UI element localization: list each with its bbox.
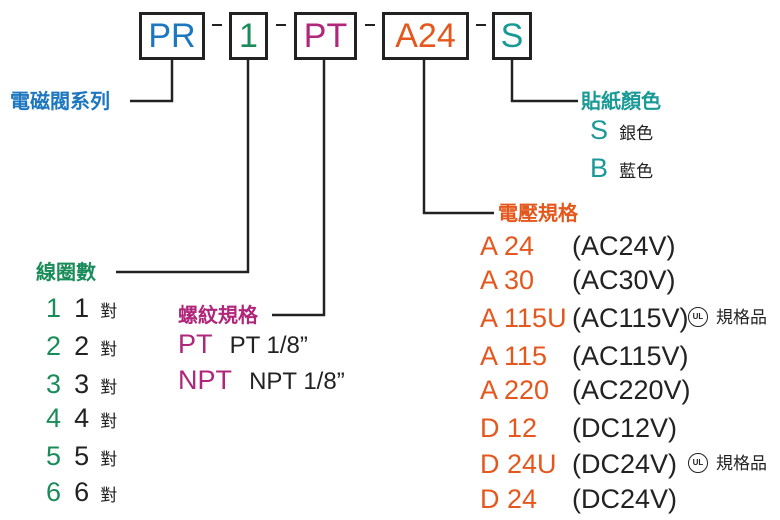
- voltage-option: D 12: [480, 414, 537, 446]
- voltage-desc: (DC24V): [572, 449, 678, 479]
- voltage-desc: (AC115V): [572, 341, 689, 371]
- coil-unit: 對: [100, 340, 118, 360]
- coil-option: 6 6 對: [46, 478, 117, 510]
- voltage-label: 電壓規格: [498, 201, 578, 225]
- connector-coil: [116, 60, 250, 274]
- thread-option: PT PT 1/8”: [178, 330, 308, 362]
- voltage-code: D 12: [480, 413, 538, 443]
- voltage-code: D 24U: [480, 449, 557, 479]
- voltage-code: A 220: [480, 375, 550, 405]
- separator-dash: [276, 24, 286, 26]
- connector-sticker: [510, 60, 578, 103]
- coil-unit: 對: [100, 302, 118, 322]
- coil-desc: 1: [74, 293, 90, 323]
- thread-desc: NPT 1/8”: [249, 368, 345, 395]
- coil-code: 3: [46, 369, 62, 399]
- ul-certified-note: 規格品: [716, 308, 767, 328]
- coil-code: 2: [46, 331, 62, 361]
- coil-desc: 2: [74, 331, 90, 361]
- voltage-desc: (DC24V): [572, 484, 678, 514]
- voltage-option: A 24: [480, 232, 534, 264]
- coil-code: 1: [46, 293, 62, 323]
- sticker-option: S 銀色: [590, 116, 653, 148]
- voltage-desc: (AC115V): [572, 303, 689, 333]
- code-segment-series: PR: [139, 12, 205, 60]
- voltage-desc: (AC220V): [572, 375, 691, 405]
- ul-certification-icon: UL: [688, 307, 708, 327]
- coil-option: 4 4 對: [46, 404, 117, 436]
- coil-label: 線圈數: [36, 260, 96, 284]
- code-segment-thread: PT: [294, 12, 357, 60]
- voltage-desc: (DC12V): [572, 413, 678, 443]
- thread-option: NPT NPT 1/8”: [178, 366, 345, 398]
- ul-certified-note: 規格品: [716, 454, 767, 474]
- coil-desc: 4: [74, 403, 90, 433]
- ul-certification-icon: UL: [688, 453, 708, 473]
- voltage-desc: (AC30V): [572, 265, 676, 295]
- connector-voltage: [422, 60, 494, 215]
- coil-desc: 5: [74, 441, 90, 471]
- voltage-option: D 24U: [480, 450, 557, 482]
- separator-dash: [476, 24, 486, 26]
- voltage-code: A 30: [480, 265, 535, 295]
- code-segment-sticker: S: [492, 12, 532, 60]
- coil-desc: 3: [74, 369, 90, 399]
- series-label: 電磁閥系列: [10, 89, 110, 113]
- thread-label: 螺紋規格: [178, 303, 258, 327]
- voltage-option: A 115U: [480, 304, 567, 336]
- coil-option: 3 3 對: [46, 370, 117, 402]
- thread-desc: PT 1/8”: [229, 332, 308, 359]
- sticker-code: B: [590, 153, 609, 183]
- sticker-code: S: [590, 115, 609, 145]
- coil-code: 6: [46, 477, 62, 507]
- coil-code: 5: [46, 441, 62, 471]
- voltage-option: A 220: [480, 376, 549, 408]
- thread-code: PT: [178, 329, 213, 359]
- sticker-desc: 銀色: [619, 124, 654, 144]
- thread-code: NPT: [178, 365, 232, 395]
- connector-series: [130, 60, 174, 103]
- coil-unit: 對: [100, 450, 118, 470]
- separator-dash: [212, 24, 222, 26]
- voltage-code: A 24: [480, 231, 535, 261]
- sticker-option: B 藍色: [590, 154, 653, 186]
- connector-thread: [272, 60, 326, 317]
- coil-unit: 對: [100, 486, 118, 506]
- coil-option: 5 5 對: [46, 442, 117, 474]
- voltage-option: A 30: [480, 266, 534, 298]
- voltage-code: A 115U: [480, 303, 567, 333]
- coil-desc: 6: [74, 477, 90, 507]
- sticker-label: 貼紙顏色: [581, 89, 661, 113]
- separator-dash: [365, 24, 375, 26]
- coil-option: 1 1 對: [46, 294, 117, 326]
- coil-unit: 對: [100, 378, 118, 398]
- code-segment-voltage: A24: [382, 12, 469, 60]
- coil-unit: 對: [100, 412, 118, 432]
- voltage-option: D 24: [480, 485, 537, 517]
- voltage-code: A 115: [480, 341, 548, 371]
- voltage-option: A 115: [480, 342, 547, 374]
- coil-code: 4: [46, 403, 62, 433]
- sticker-desc: 藍色: [619, 162, 654, 182]
- code-segment-coil: 1: [229, 12, 268, 60]
- voltage-desc: (AC24V): [572, 231, 676, 261]
- voltage-code: D 24: [480, 484, 538, 514]
- coil-option: 2 2 對: [46, 332, 117, 364]
